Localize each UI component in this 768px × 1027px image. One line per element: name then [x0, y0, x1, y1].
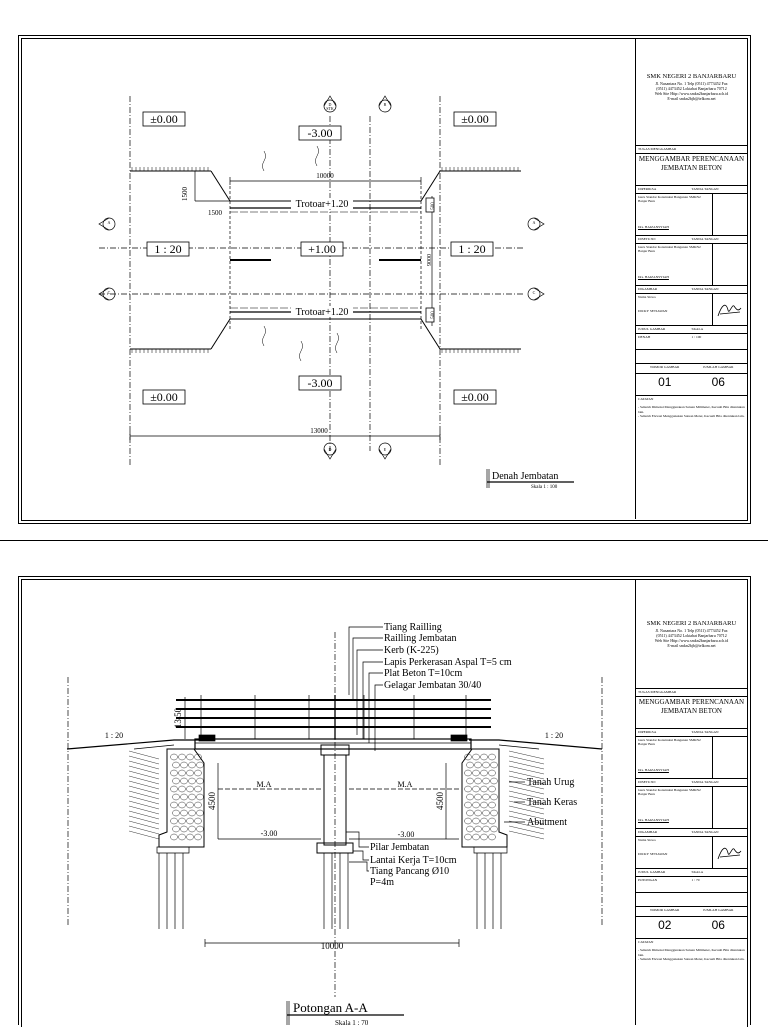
- signature: [717, 847, 742, 860]
- elev-left: -3.00: [261, 829, 278, 838]
- drawing-title: Denah Jembatan: [492, 471, 558, 482]
- label-plat: Plat Beton T=10cm: [384, 668, 462, 679]
- section-b-top: B: [384, 102, 387, 107]
- section-c-right: C: [533, 290, 536, 295]
- section-a-right: A: [533, 220, 536, 225]
- dim-1500-v: 1500: [181, 187, 189, 202]
- ma-right: M.A: [398, 780, 413, 789]
- label-abutment: Abutment: [527, 817, 567, 828]
- section-a-left: A: [108, 220, 111, 225]
- sheet-potongan: Tiang Railling Railling Jembatan Kerb (K…: [18, 576, 751, 1027]
- elev-br: ±0.00: [461, 390, 489, 404]
- signature: [717, 304, 742, 317]
- title-block: SMK NEGERI 2 BANJARBARU Jl. Nusantara No…: [635, 579, 747, 1025]
- dim-1500-h: 1500: [208, 209, 223, 217]
- elev-right: -3.00: [398, 830, 415, 839]
- label-lantai-kerja: Lantai Kerja T=10cm: [370, 855, 457, 866]
- drawing-scale: Skala 1 : 70: [335, 1019, 369, 1027]
- label-kerb: Kerb (K-225): [384, 645, 439, 656]
- sheet-inner-border: [21, 579, 748, 1027]
- sheet-inner-border: [21, 38, 748, 521]
- elev-top: -3.00: [308, 126, 333, 140]
- section-d-bottom: D: [329, 447, 332, 452]
- label-aspal: Lapis Perkerasan Aspal T=5 cm: [384, 657, 512, 668]
- picture-scale: 1 : 100: [691, 335, 702, 339]
- dim-500-bottom: 500: [431, 311, 436, 319]
- label-tanah-urug: Tanah Urug: [527, 777, 574, 788]
- dim-13000: 13000: [310, 427, 328, 435]
- drawing-title: Potongan A-A: [293, 1000, 368, 1015]
- drawing-scale: Skala 1 : 100: [531, 485, 558, 490]
- label-tanah-keras: Tanah Keras: [527, 797, 577, 808]
- label-gelagar: Gelagar Jembatan 30/40: [384, 680, 481, 691]
- elev-bl: ±0.00: [150, 390, 178, 404]
- label-p4m: P=4m: [370, 877, 394, 888]
- dim-10000: 10000: [316, 172, 334, 180]
- denah-drawing: ±0.00 ±0.00 ±0.00 ±0.00 -3.00 -3.00 +1.0…: [98, 95, 574, 490]
- dim-9000: 9000: [427, 254, 433, 266]
- abutment-stones: [170, 753, 498, 841]
- sheet-total: 06: [711, 918, 725, 932]
- label-tiang-pancang: Tiang Pancang Ø10: [370, 866, 449, 877]
- sheet-total: 06: [711, 375, 725, 389]
- title-block: SMK NEGERI 2 BANJARBARU Jl. Nusantara No…: [635, 38, 747, 519]
- dim-4500-right: 4500: [435, 792, 445, 811]
- section-d-top: D: [329, 102, 332, 107]
- slope-right: 1 : 20: [545, 731, 563, 740]
- stk-label: STK: [326, 106, 334, 111]
- section-drawing: Tiang Railling Railling Jembatan Kerb (K…: [66, 622, 603, 1027]
- picture-scale: 1 : 70: [691, 878, 700, 882]
- elev-bottom: -3.00: [308, 376, 333, 390]
- school-name: SMK NEGERI 2 BANJARBARU: [646, 73, 737, 80]
- elev-tr: ±0.00: [461, 112, 489, 126]
- elev-tl: ±0.00: [150, 112, 178, 126]
- dim-500-top: 500: [431, 202, 436, 210]
- elev-center: +1.00: [308, 242, 336, 256]
- picture-name: DENAH: [638, 335, 651, 339]
- dim-4500-left: 4500: [207, 792, 217, 811]
- label-tiang-railling: Tiang Railling: [384, 622, 442, 633]
- slope-left: 1 : 20: [154, 242, 181, 256]
- label-railling: Railling Jembatan: [384, 633, 457, 644]
- ma-left: M.A: [257, 780, 272, 789]
- sheet-number: 01: [658, 375, 672, 389]
- bank-hatch: [131, 167, 519, 353]
- task-title: MENGGAMBAR PERENCANAAN JEMBATAN BETON: [638, 698, 745, 715]
- sheet-divider: [0, 540, 768, 541]
- slope-right: 1 : 20: [458, 242, 485, 256]
- section-c-left: C: [108, 290, 111, 295]
- soil-hatch: [128, 750, 545, 840]
- picture-name: POTONGAN: [638, 878, 658, 882]
- trotoar-bottom: Trotoar+1.20: [296, 307, 349, 318]
- dim-10000: 10000: [321, 941, 344, 951]
- sheet-number: 02: [658, 918, 672, 932]
- school-name: SMK NEGERI 2 BANJARBARU: [646, 620, 737, 627]
- sheet-denah: ±0.00 ±0.00 ±0.00 ±0.00 -3.00 -3.00 +1.0…: [18, 35, 751, 524]
- slope-left: 1 : 20: [105, 731, 123, 740]
- section-e-bottom: E: [384, 447, 387, 452]
- task-title: MENGGAMBAR PERENCANAAN JEMBATAN BETON: [638, 155, 745, 172]
- dim-1350: 13.50: [173, 707, 183, 728]
- trotoar-top: Trotoar+1.20: [296, 199, 349, 210]
- label-pilar: Pilar Jembatan: [370, 842, 429, 853]
